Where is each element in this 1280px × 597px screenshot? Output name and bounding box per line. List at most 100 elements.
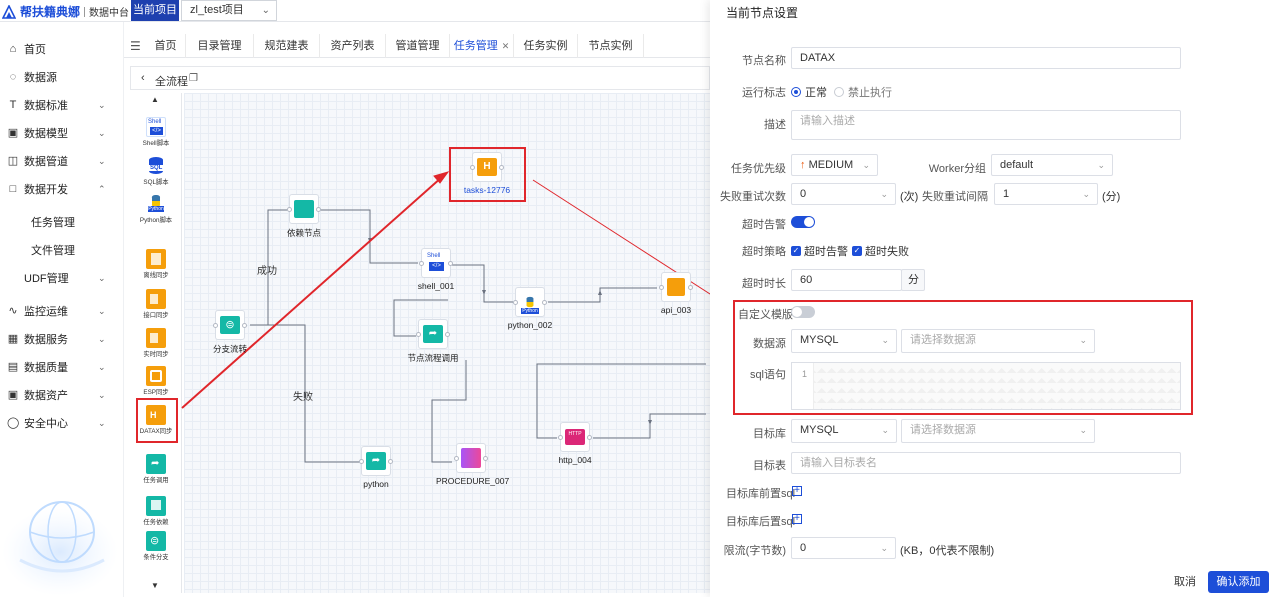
node-dependency[interactable]: 依赖节点	[278, 194, 330, 239]
chevron-left-icon[interactable]: ‹	[141, 72, 145, 84]
sidebar-item-model[interactable]: ▣数据模型⌄	[0, 120, 124, 146]
palette-shell[interactable]: Shell</> Shell脚本	[130, 117, 182, 148]
node-tasks[interactable]: H tasks-12776	[452, 152, 522, 195]
sidebar-item-home[interactable]: ⌂首页	[0, 36, 124, 62]
copy-icon[interactable]: ❐	[189, 73, 198, 84]
sidebar-item-dev[interactable]: □数据开发⌃	[0, 176, 124, 202]
node-python[interactable]: ➦ python	[350, 446, 402, 489]
arrow-up-icon: ↑	[800, 159, 806, 171]
node-flow-call[interactable]: ➦ 节点流程调用	[400, 319, 466, 364]
palette-task-call[interactable]: ➦ 任务调用	[130, 454, 182, 485]
home-icon: ⌂	[9, 43, 17, 55]
node-procedure-007[interactable]: PROCEDURE_007	[436, 443, 510, 486]
node-shell-001[interactable]: Shell</> shell_001	[410, 248, 462, 291]
node-python-002[interactable]: Python python_002	[502, 287, 558, 330]
node-branch[interactable]: ⊜ 分支流转	[204, 310, 256, 355]
tab-task-manage[interactable]: 任务管理✕	[450, 34, 514, 58]
python-icon: Python	[513, 287, 547, 317]
toggle-knob	[804, 217, 814, 227]
custom-template-toggle[interactable]	[791, 306, 815, 318]
priority-select[interactable]: ↑ MEDIUM⌄	[791, 154, 878, 176]
project-select[interactable]: zl_test项目⌄	[181, 0, 277, 21]
retry-label: 失败重试次数	[720, 191, 786, 203]
tab-home[interactable]: 首页	[146, 34, 186, 58]
scroll-up-icon[interactable]: ▲	[151, 95, 159, 104]
sidebar-item-pipeline[interactable]: ◫数据管道⌄	[0, 148, 124, 174]
node-http-004[interactable]: HTTP http_004	[549, 422, 601, 465]
sidebar-item-security[interactable]: ◯安全中心⌄	[0, 410, 124, 436]
sql-editor[interactable]: 1	[791, 362, 1181, 410]
sql-icon-text: SQL	[150, 165, 163, 171]
sidebar-item-file-manage[interactable]: 文件管理	[0, 237, 124, 263]
timeout-fail-checkbox[interactable]: ✓超时失败	[852, 243, 909, 259]
sidebar-item-task-manage[interactable]: 任务管理	[0, 209, 124, 235]
tab-asset-list[interactable]: 资产列表	[320, 34, 386, 58]
sidebar-item-quality[interactable]: ▤数据质量⌄	[0, 354, 124, 380]
cancel-button[interactable]: 取消	[1174, 576, 1196, 588]
node-api-003[interactable]: api_003	[650, 272, 702, 315]
timeout-alert-checkbox[interactable]: ✓超时告警	[791, 243, 848, 259]
target-db-type-select[interactable]: MYSQL⌄	[791, 419, 897, 443]
dev-icon: □	[9, 183, 17, 195]
sidebar-item-label: 数据服务	[24, 334, 68, 346]
worker-label: Worker分组	[928, 163, 986, 175]
brand-logo[interactable]: 帮扶籍典娜 数据中台	[2, 3, 129, 20]
tab-catalog[interactable]: 目录管理	[186, 34, 254, 58]
palette-realtime-sync[interactable]: 实时同步	[130, 328, 182, 359]
sidebar-item-udf[interactable]: UDF管理⌄	[0, 265, 124, 291]
retry-interval-value: 1	[1003, 188, 1010, 200]
tab-build-table[interactable]: 规范建表	[254, 34, 320, 58]
node-label: PROCEDURE_007	[436, 476, 510, 486]
sidebar-item-service[interactable]: ▦数据服务⌄	[0, 326, 124, 352]
timeout-length-field[interactable]: 60	[791, 269, 902, 291]
palette-offline-sync[interactable]: 离线同步	[130, 249, 182, 280]
palette-python[interactable]: Python Python脚本	[130, 194, 182, 225]
chevron-down-icon: ⌄	[98, 389, 106, 400]
run-forbid-radio[interactable]: 禁止执行	[834, 84, 892, 100]
palette-task-dep[interactable]: 任务依赖	[130, 496, 182, 527]
add-pre-sql-icon[interactable]: +	[792, 486, 802, 496]
chevron-down-icon: ⌄	[98, 127, 106, 138]
shell-icon: Shell</>	[419, 248, 453, 278]
timeout-unit: 分	[901, 269, 925, 291]
node-label: 分支流转	[212, 344, 247, 354]
sidebar-item-monitor[interactable]: ∿监控运维⌄	[0, 298, 124, 324]
add-post-sql-icon[interactable]: +	[792, 514, 802, 524]
sidebar-item-datasource[interactable]: ◌数据源	[0, 64, 124, 90]
rate-limit-select[interactable]: 0⌄	[791, 537, 896, 559]
tab-label: 首页	[154, 40, 177, 52]
sidebar-item-label: 数据源	[24, 72, 57, 84]
sidebar-item-asset[interactable]: ▣数据资产⌄	[0, 382, 124, 408]
chevron-down-icon: ⌄	[1079, 335, 1087, 345]
sidebar-item-label: 文件管理	[31, 245, 75, 257]
run-normal-radio[interactable]: 正常	[791, 84, 827, 100]
datasource-type-select[interactable]: MYSQL⌄	[791, 329, 897, 353]
tab-pipeline[interactable]: 管道管理	[386, 34, 450, 58]
tab-node-instance[interactable]: 节点实例	[578, 34, 644, 58]
node-name-field[interactable]: DATAX	[791, 47, 1181, 69]
description-textarea[interactable]: 请输入描述	[791, 110, 1181, 140]
palette-esp-sync[interactable]: ESP同步	[130, 366, 182, 397]
confirm-add-button[interactable]: 确认添加	[1208, 571, 1269, 593]
sidebar-item-label: 数据开发	[24, 184, 68, 196]
retry-select[interactable]: 0⌄	[791, 183, 896, 205]
palette-api-sync[interactable]: 接口同步	[130, 289, 182, 320]
timeout-alert-toggle[interactable]	[791, 216, 815, 228]
datasource-select[interactable]: 请选择数据源⌄	[901, 329, 1095, 353]
palette-datax-sync[interactable]: H DATAX同步	[130, 405, 182, 436]
datasource-type-value: MYSQL	[800, 334, 839, 346]
palette-branch[interactable]: ⊜ 条件分支	[130, 531, 182, 562]
tab-task-instance[interactable]: 任务实例	[514, 34, 578, 58]
palette-sql[interactable]: SQL SQL脚本	[130, 156, 182, 187]
retry-interval-select[interactable]: 1⌄	[994, 183, 1098, 205]
scroll-down-icon[interactable]: ▼	[151, 581, 159, 590]
worker-select[interactable]: default⌄	[991, 154, 1113, 176]
menu-icon[interactable]: ☰	[130, 39, 141, 53]
esp-sync-icon	[146, 366, 166, 386]
target-db-select[interactable]: 请选择数据源⌄	[901, 419, 1095, 443]
globe-decoration-icon	[2, 501, 118, 596]
close-icon[interactable]: ✕	[501, 41, 510, 51]
target-table-field[interactable]: 请输入目标表名	[791, 452, 1181, 474]
panel-title: 当前节点设置	[726, 6, 799, 20]
